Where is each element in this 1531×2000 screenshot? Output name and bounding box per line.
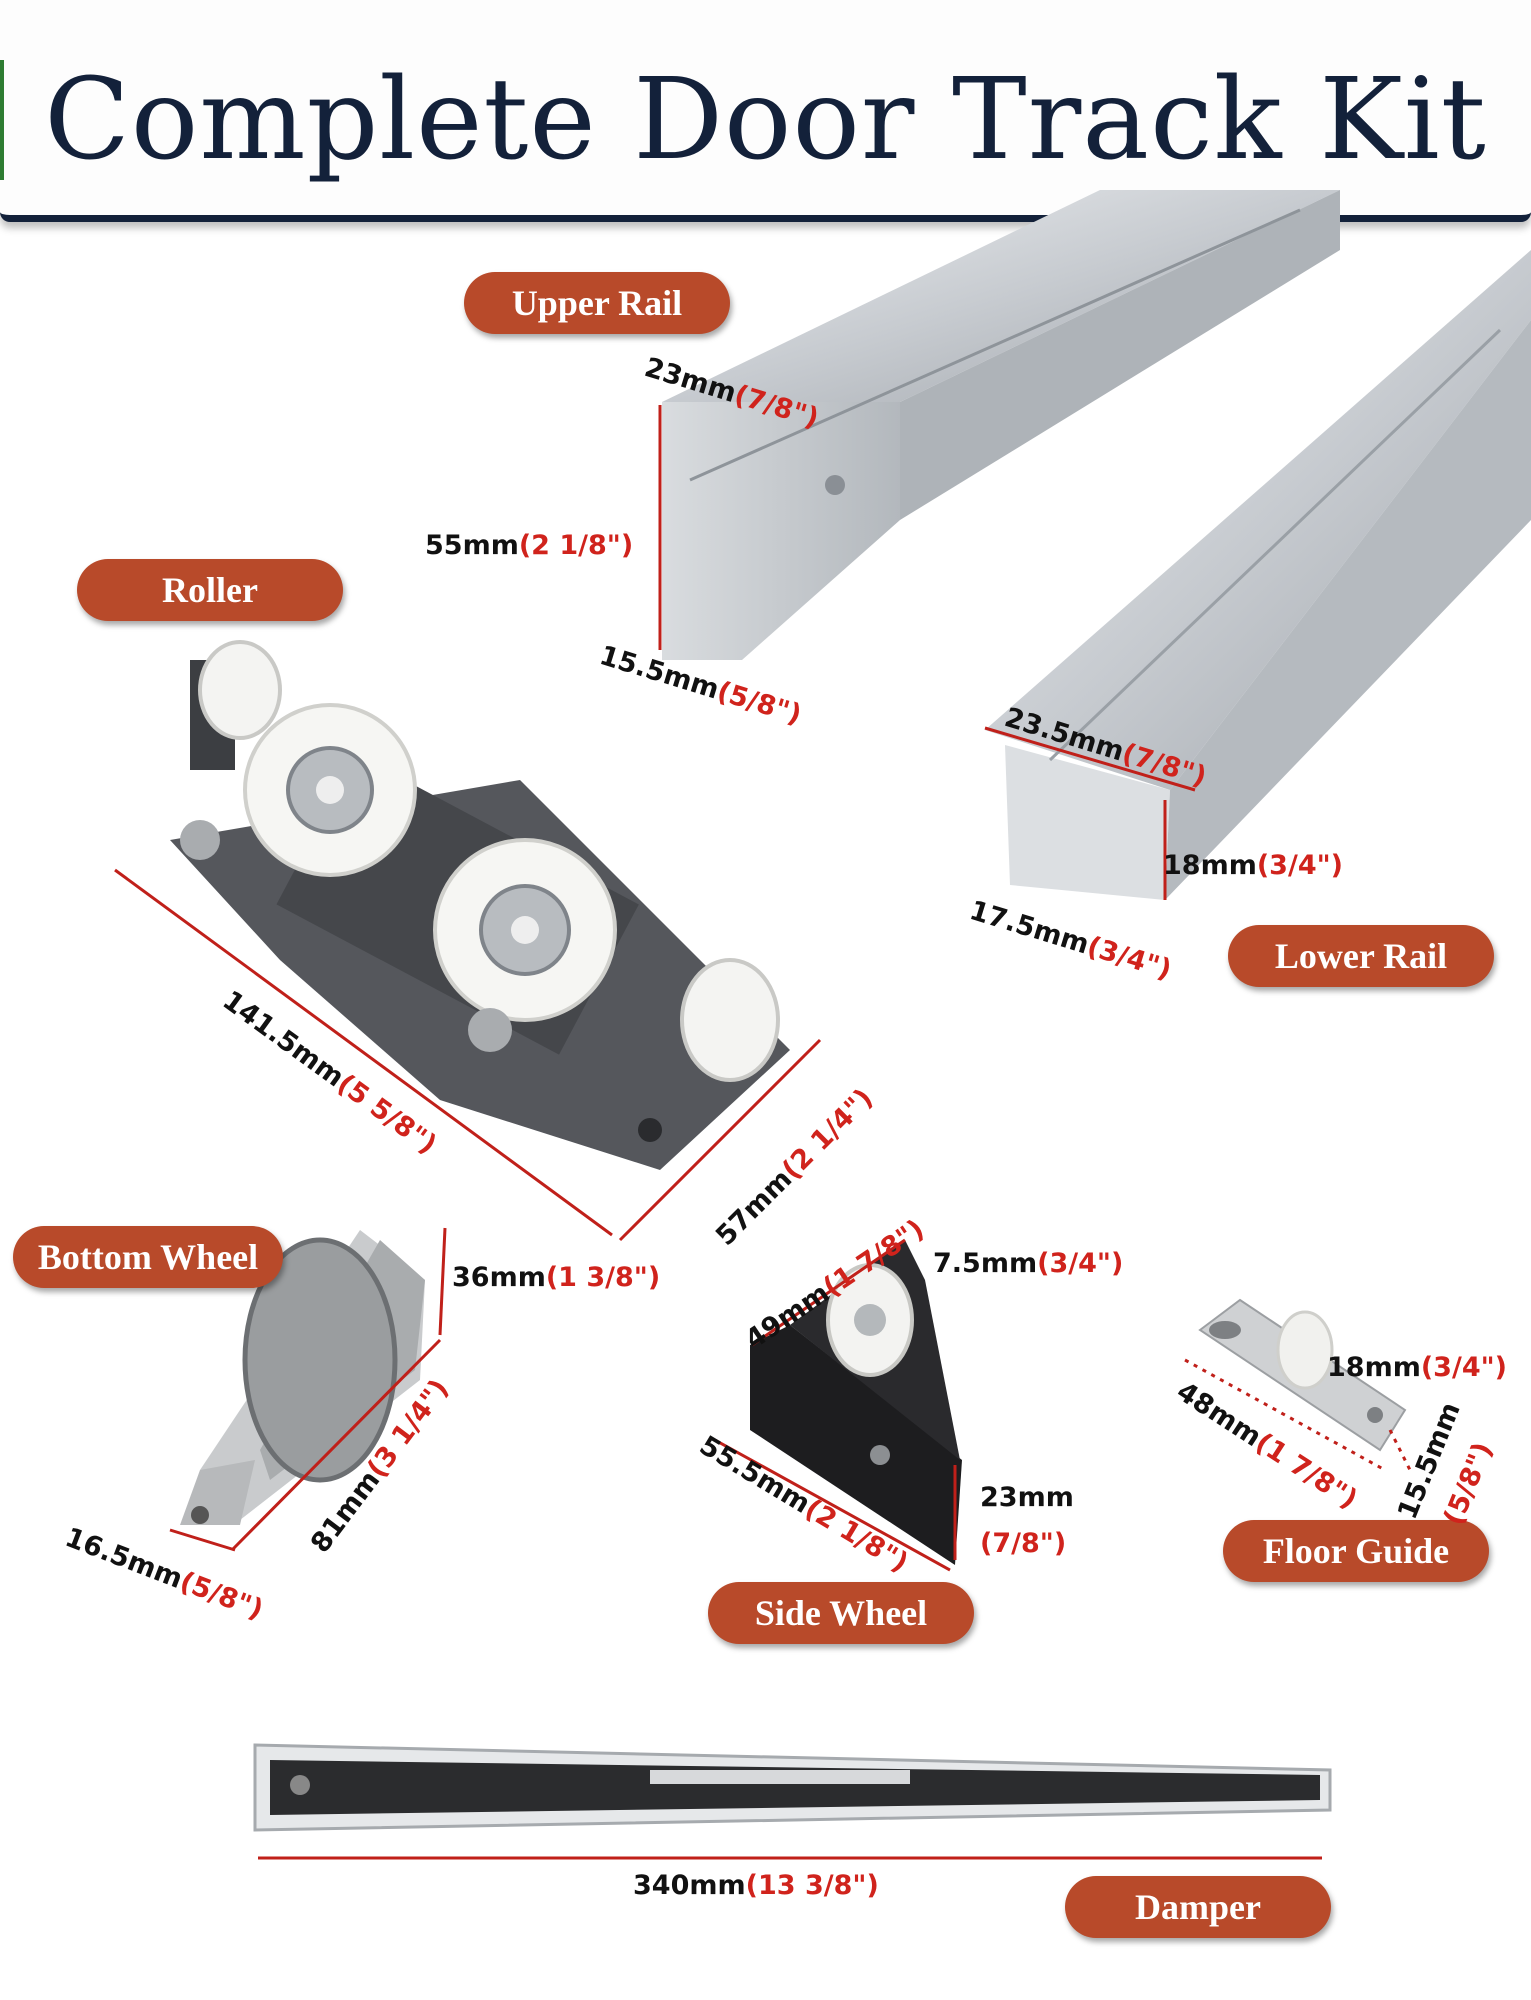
floor-guide-image — [1198, 1298, 1407, 1452]
side-height-dimension: 23mm — [980, 1482, 1074, 1513]
side-thickness-dimension: 7.5mm(3/4") — [933, 1248, 1123, 1279]
dim-mm: 18mm — [1327, 1352, 1421, 1383]
side-height-inch: (7/8") — [980, 1528, 1066, 1559]
bottom-wheel-label: Bottom Wheel — [13, 1226, 283, 1288]
dim-inch: (13 3/8") — [745, 1870, 879, 1901]
dim-inch: (3/4") — [1420, 1352, 1508, 1383]
dim-mm: 18mm — [1163, 850, 1257, 881]
floor-guide-label: Floor Guide — [1223, 1520, 1489, 1582]
side-wheel-image — [750, 1240, 962, 1565]
lower-height-dimension: 18mm(3/4") — [1163, 850, 1343, 881]
upper-height-dimension: 55mm(2 1/8") — [425, 530, 633, 561]
roller-image — [170, 640, 790, 1170]
dim-inch: (7/8") — [980, 1528, 1067, 1559]
banner-accent — [0, 60, 4, 180]
damper-label: Damper — [1065, 1876, 1331, 1938]
dim-inch: (3/4") — [1256, 850, 1344, 881]
lower-rail-image — [985, 250, 1531, 900]
upper-rail-image — [662, 190, 1340, 660]
bottom-wheel-image — [180, 1230, 425, 1525]
roller-label: Roller — [77, 559, 343, 621]
dim-mm: 340mm — [633, 1870, 746, 1901]
damper-image — [253, 1743, 1332, 1832]
side-wheel-label: Side Wheel — [708, 1582, 974, 1644]
floor-height-dimension: 18mm(3/4") — [1327, 1352, 1507, 1383]
lower-rail-label: Lower Rail — [1228, 925, 1494, 987]
dim-inch: (1 3/8") — [545, 1262, 661, 1293]
dim-mm: 7.5mm — [933, 1248, 1038, 1279]
dim-mm: 23mm — [980, 1482, 1074, 1513]
dimension-lines — [114, 405, 1412, 1860]
bottom-height-dimension: 36mm(1 3/8") — [452, 1262, 660, 1293]
upper-rail-label: Upper Rail — [464, 272, 730, 334]
dim-inch: (3/4") — [1037, 1248, 1124, 1279]
dim-inch: (2 1/8") — [518, 530, 634, 561]
dim-mm: 36mm — [452, 1262, 546, 1293]
page-title: Complete Door Track Kit — [44, 55, 1487, 185]
title-banner: Complete Door Track Kit — [0, 0, 1531, 222]
damper-length-dimension: 340mm(13 3/8") — [633, 1870, 879, 1901]
dim-mm: 55mm — [425, 530, 519, 561]
